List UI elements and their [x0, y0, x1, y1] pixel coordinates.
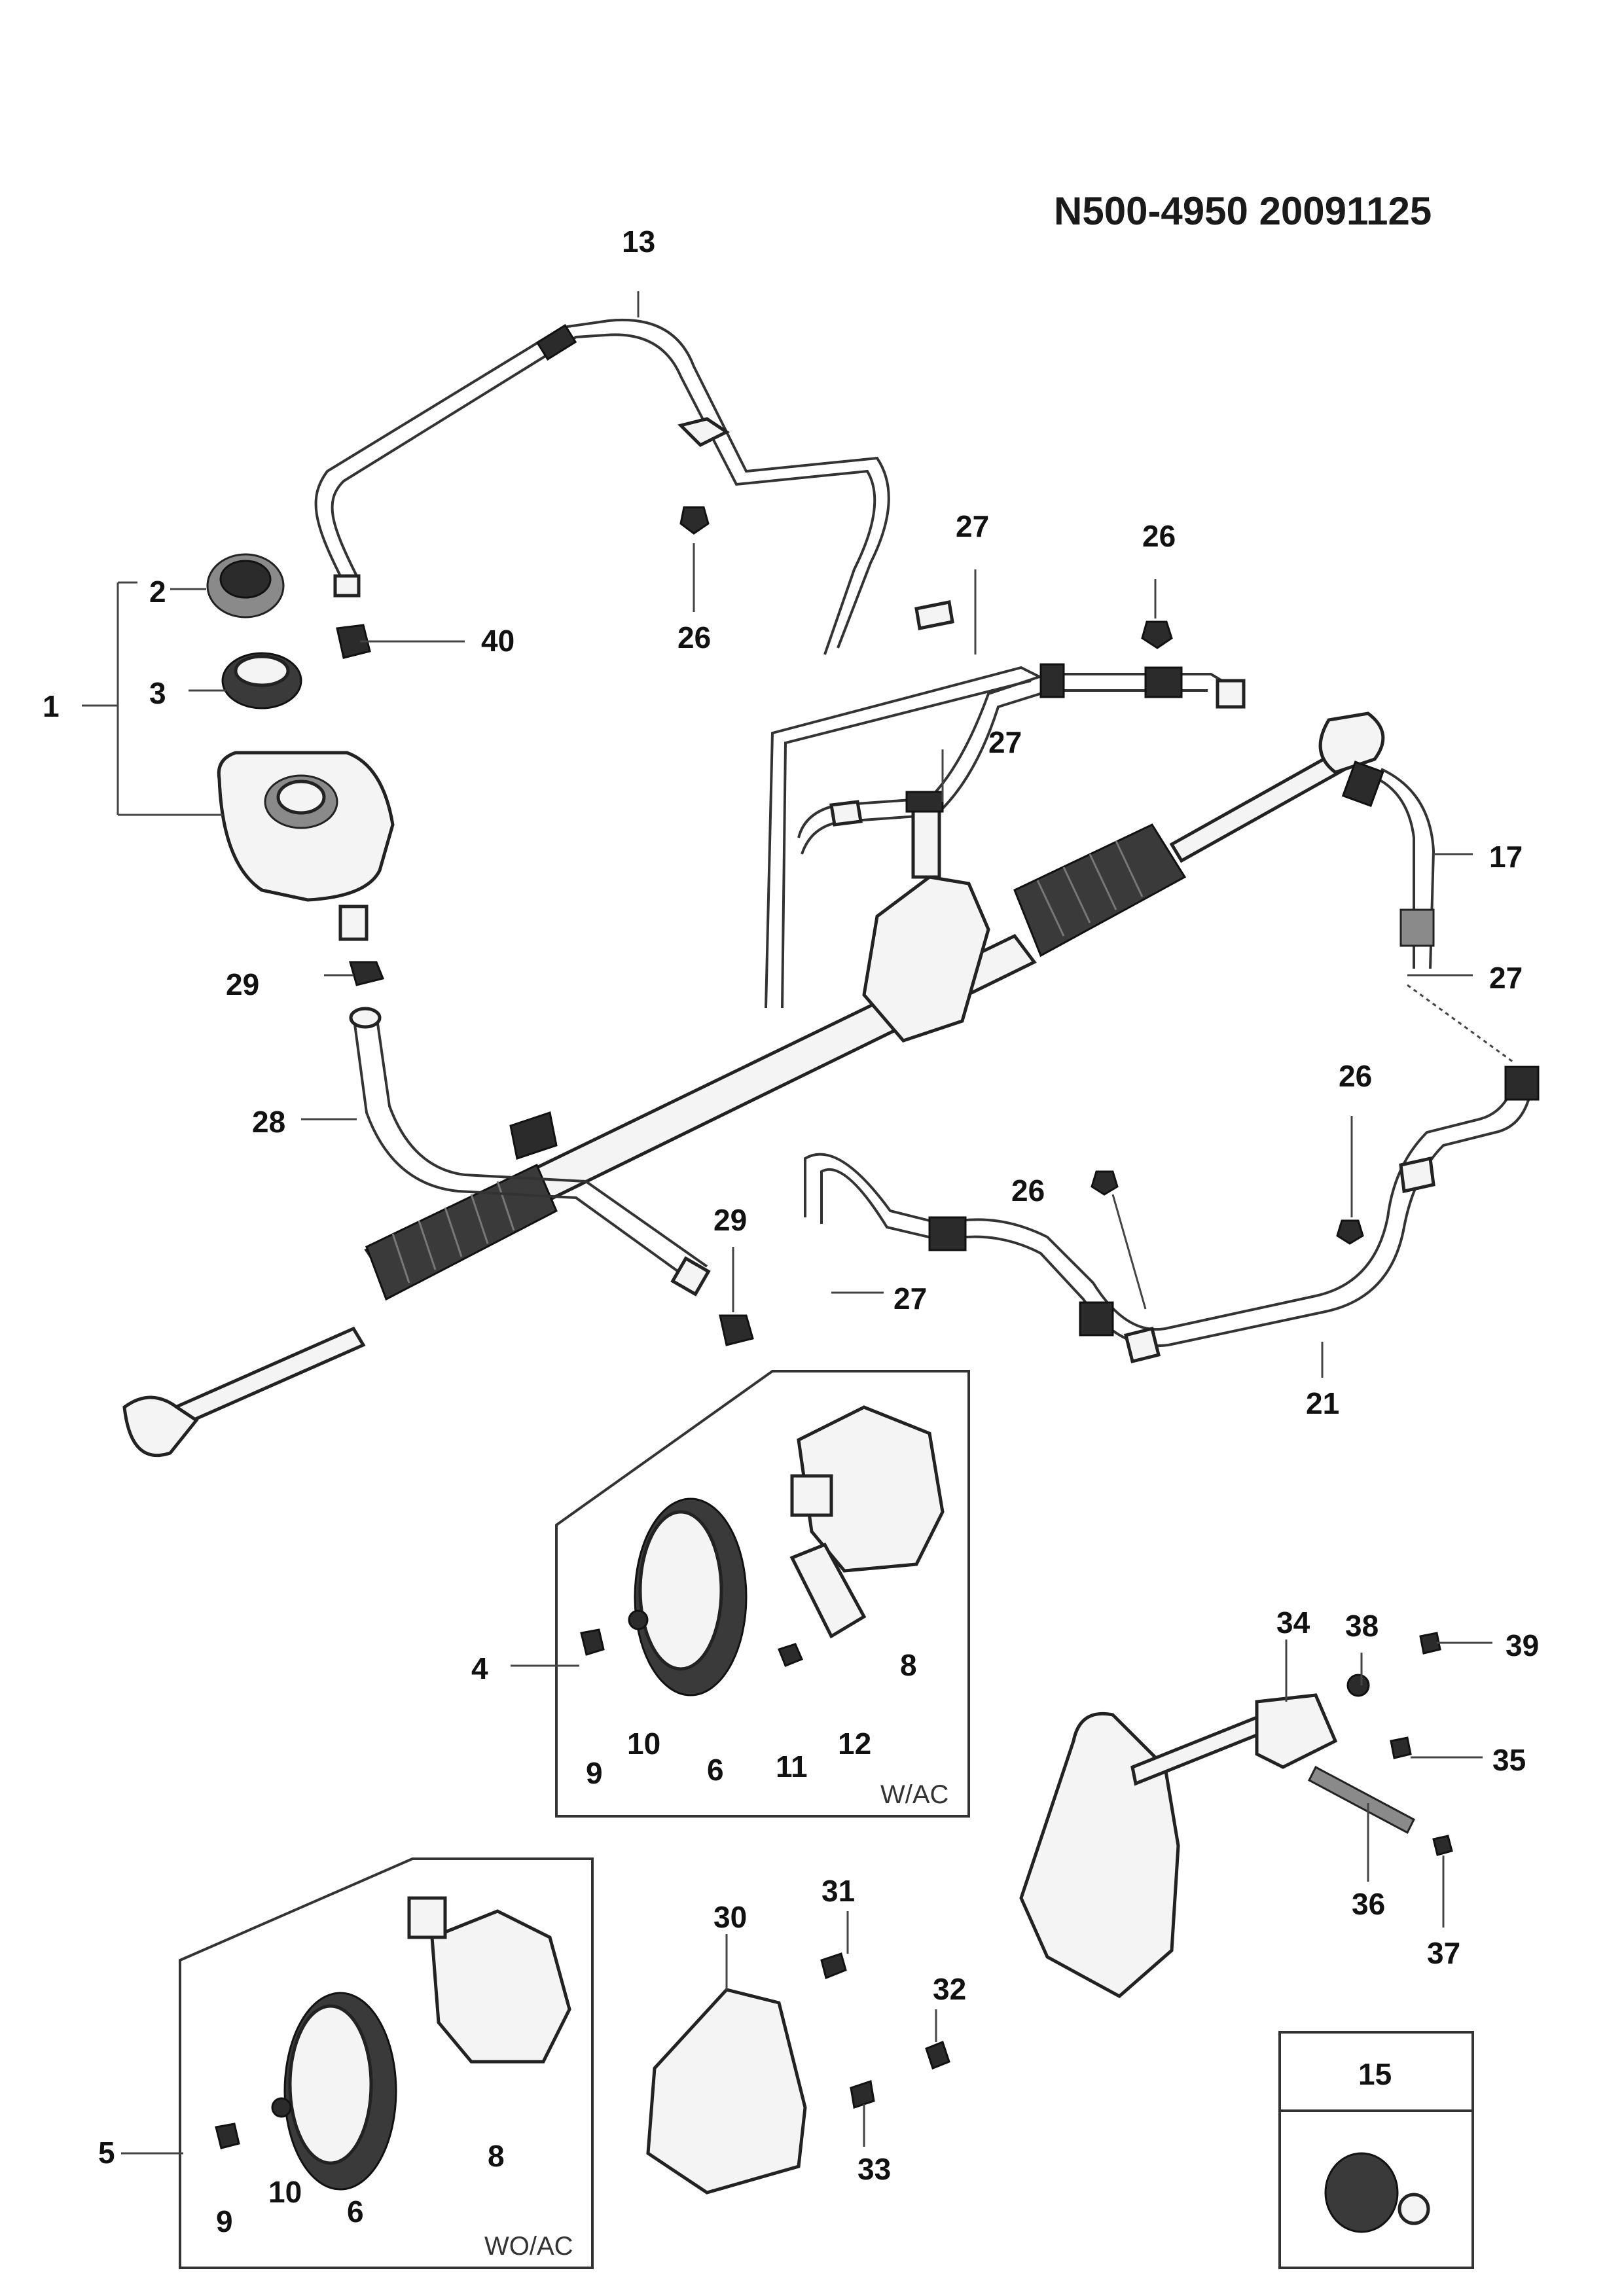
pump-8-a [797, 1405, 945, 1573]
bolt-39 [1419, 1632, 1441, 1655]
seal-29-b [719, 1314, 754, 1346]
tensioner-34 [1255, 1693, 1338, 1769]
bolt-11 [778, 1643, 803, 1667]
callout-10-b: 10 [268, 2175, 302, 2209]
tie-rod-end-left [122, 1395, 199, 1458]
nut-37 [1432, 1835, 1453, 1856]
fasteners [349, 506, 1364, 1346]
callout-4: 4 [471, 1651, 488, 1685]
bolt-32 [925, 2041, 950, 2070]
document-code: N500-4950 20091125 [1054, 189, 1432, 233]
callout-2: 2 [149, 575, 166, 609]
part-15 [1324, 2152, 1399, 2233]
callout-31: 31 [821, 1874, 855, 1908]
caption-without-ac: WO/AC [484, 2232, 573, 2261]
callout-27-d: 27 [893, 1282, 927, 1316]
rack-boot-right [1013, 823, 1187, 958]
callout-6-b: 6 [347, 2195, 364, 2229]
callout-34: 34 [1276, 1605, 1310, 1640]
callout-27-a: 27 [956, 509, 989, 543]
callout-37: 37 [1427, 1936, 1460, 1970]
callout-29-a: 29 [226, 967, 259, 1001]
tie-rod-end-right [1318, 711, 1385, 774]
bracket-30-assembly [646, 1952, 950, 2195]
callout-26-d: 26 [1011, 1174, 1045, 1208]
callout-9-b: 9 [216, 2204, 233, 2238]
callout-35: 35 [1492, 1743, 1526, 1777]
engine-bracket-assembly [1019, 1632, 1453, 1999]
washer-38 [1346, 1674, 1370, 1697]
callout-27-b: 27 [988, 725, 1022, 759]
bracket-12 [789, 1542, 867, 1639]
engine-bracket [1019, 1712, 1180, 1999]
fitting-40 [336, 624, 371, 659]
pressure-pipe-21 [804, 1066, 1540, 1364]
callout-27-c: 27 [1489, 961, 1523, 995]
bracket-30 [646, 1988, 807, 2195]
callout-8-a: 8 [900, 1648, 917, 1682]
caption-with-ac: W/AC [880, 1780, 948, 1809]
callout-9-a: 9 [586, 1756, 603, 1790]
bolt-31 [820, 1952, 847, 1980]
feed-hose-28 [349, 1007, 711, 1297]
seal-29-a [349, 961, 385, 986]
pinion-housing [862, 875, 990, 1043]
nut-26-a [679, 506, 710, 535]
bolt-35 [1390, 1736, 1412, 1759]
callout-39: 39 [1506, 1628, 1539, 1662]
nut-26-b [1141, 620, 1173, 649]
callout-11: 11 [776, 1749, 808, 1784]
callout-10-a: 10 [627, 1727, 660, 1761]
callout-21: 21 [1306, 1386, 1339, 1420]
callout-38: 38 [1345, 1609, 1379, 1643]
pump-box-without-ac [179, 1857, 594, 2269]
upper-pipe [765, 663, 1246, 1009]
bolt-33 [850, 2080, 875, 2109]
callout-26-b: 26 [1142, 519, 1176, 553]
callout-8-b: 8 [488, 2139, 505, 2173]
callout-labels: 1 2 3 40 13 26 27 26 27 17 27 26 29 26 2… [43, 224, 1539, 2261]
reservoir-assembly [206, 553, 395, 941]
callout-40: 40 [481, 624, 514, 658]
callout-15: 15 [1358, 2057, 1392, 2091]
washer-10-a [628, 1609, 649, 1630]
callout-5: 5 [98, 2136, 115, 2170]
callout-13: 13 [622, 224, 655, 259]
callout-32: 32 [933, 1972, 966, 2006]
callout-28: 28 [252, 1105, 285, 1139]
bolt-36 [1308, 1765, 1415, 1835]
callout-3: 3 [149, 676, 166, 710]
part-15-box [1278, 2031, 1474, 2269]
pump-8-b [430, 1909, 571, 2064]
fitting-27-b [829, 800, 863, 827]
callout-36: 36 [1352, 1887, 1385, 1921]
callout-26-c: 26 [1339, 1059, 1372, 1093]
callout-33: 33 [857, 2152, 891, 2186]
nut-26-d [1091, 1170, 1119, 1196]
washer-10-b [271, 2097, 292, 2118]
steering-rack [122, 711, 1385, 1458]
return-hose-13 [314, 318, 890, 655]
fitting-27-a [914, 600, 954, 630]
rack-boot-left [365, 1163, 558, 1301]
nut-9-b [215, 2123, 240, 2149]
callout-29-b: 29 [713, 1203, 747, 1237]
pump-box-with-ac [555, 1370, 970, 1818]
callout-1: 1 [43, 689, 60, 723]
callout-26-a: 26 [677, 620, 711, 655]
callout-12: 12 [838, 1727, 871, 1761]
nut-9-a [580, 1628, 605, 1656]
leader-lines [82, 291, 1492, 2155]
callout-17: 17 [1489, 840, 1523, 874]
callout-6-a: 6 [707, 1753, 724, 1787]
pressure-hose-17 [1341, 761, 1516, 1065]
nut-26-c [1336, 1219, 1364, 1245]
callout-30: 30 [713, 1900, 747, 1934]
